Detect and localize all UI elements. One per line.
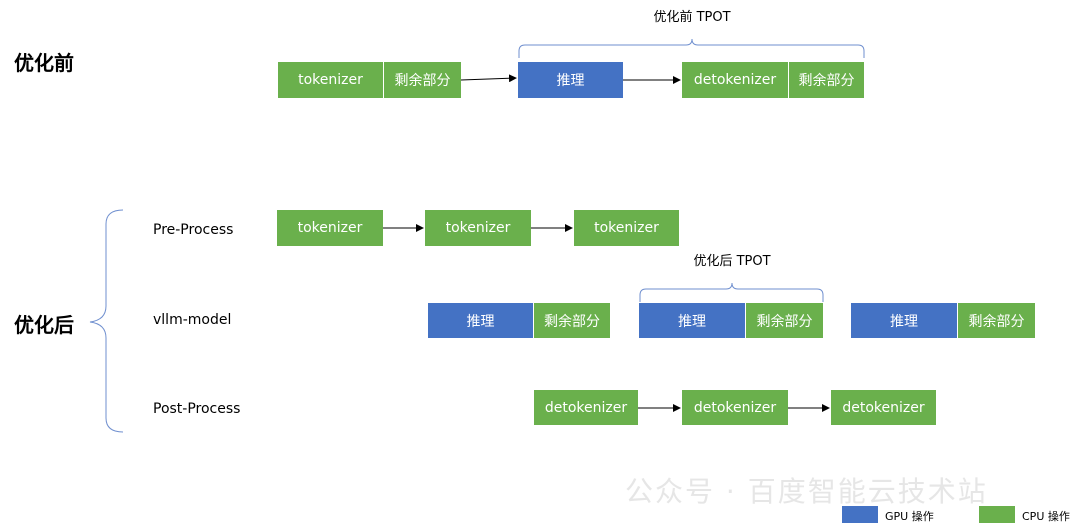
model-inference-block-2: 推理 — [639, 303, 745, 338]
model-remaining-block-3: 剩余部分 — [957, 303, 1035, 338]
model-inference-block-3: 推理 — [851, 303, 957, 338]
pre-tokenizer-block-1: tokenizer — [277, 210, 383, 246]
pre-tokenizer-block-3: tokenizer — [574, 210, 679, 246]
section-after-label: 优化后 — [14, 313, 74, 337]
tpot-before-label: 优化前 TPOT — [653, 10, 731, 25]
row-label-vllm-model: vllm-model — [153, 312, 232, 328]
legend-gpu-label: GPU 操作 — [885, 510, 934, 523]
legend-gpu-swatch — [842, 506, 878, 523]
tpot-after-brace — [639, 282, 824, 302]
model-remaining-block-1: 剩余部分 — [533, 303, 610, 338]
post-detokenizer-block-1: detokenizer — [534, 390, 638, 425]
before-detokenizer-block: detokenizer — [682, 62, 788, 98]
watermark: 公众号 · 百度智能云技术站 — [625, 475, 988, 508]
before-inference-block: 推理 — [518, 62, 623, 98]
section-before-label: 优化前 — [14, 51, 74, 75]
row-label-pre-process: Pre-Process — [153, 222, 234, 238]
pre-tokenizer-block-2: tokenizer — [425, 210, 531, 246]
before-tokenizer-block: tokenizer — [278, 62, 383, 98]
arrow-before-1 — [460, 74, 517, 83]
post-detokenizer-block-3: detokenizer — [831, 390, 936, 425]
post-detokenizer-block-2: detokenizer — [682, 390, 788, 425]
legend-cpu-swatch — [979, 506, 1015, 523]
model-inference-block-1: 推理 — [428, 303, 533, 338]
before-remaining-block: 剩余部分 — [383, 62, 461, 98]
legend-cpu-label: CPU 操作 — [1022, 510, 1070, 523]
tpot-before-brace — [518, 38, 865, 58]
row-label-post-process: Post-Process — [153, 401, 241, 417]
before-remaining-block-2: 剩余部分 — [788, 62, 864, 98]
tpot-after-label: 优化后 TPOT — [693, 254, 771, 269]
after-section-brace — [89, 209, 124, 433]
model-remaining-block-2: 剩余部分 — [745, 303, 823, 338]
